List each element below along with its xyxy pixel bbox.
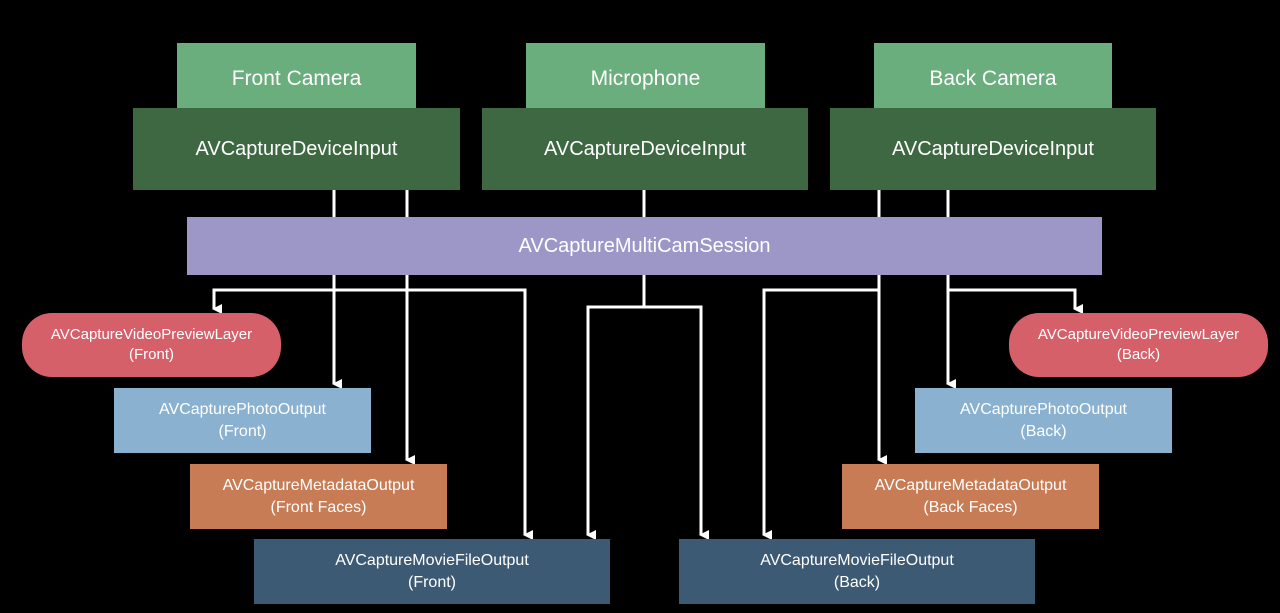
device-back-camera-label: Back Camera <box>929 67 1057 90</box>
connector-session-to-movie-front-mic <box>586 305 644 540</box>
photo-output-back: AVCapturePhotoOutput (Back) <box>915 388 1172 453</box>
device-microphone: Microphone <box>526 43 765 115</box>
movie-output-back-qualifier: (Back) <box>833 573 881 591</box>
metadata-output-back: AVCaptureMetadataOutput (Back Faces) <box>842 464 1099 529</box>
preview-layer-front-qualifier: (Front) <box>129 346 174 363</box>
multicam-session: AVCaptureMultiCamSession <box>187 217 1102 275</box>
preview-layer-back-name: AVCaptureVideoPreviewLayer <box>1037 325 1240 343</box>
input-mic: AVCaptureDeviceInput <box>482 108 808 190</box>
photo-output-back-name: AVCapturePhotoOutput <box>960 400 1127 418</box>
input-mic-label: AVCaptureDeviceInput <box>544 137 746 160</box>
input-back: AVCaptureDeviceInput <box>830 108 1156 190</box>
connector-session-to-movie-front <box>334 288 533 540</box>
device-front-camera-label: Front Camera <box>231 67 362 90</box>
device-front-camera: Front Camera <box>177 43 416 115</box>
input-front: AVCaptureDeviceInput <box>133 108 460 190</box>
preview-layer-back-qualifier: (Back) <box>1116 346 1161 363</box>
photo-output-front-qualifier: (Front) <box>218 422 267 440</box>
connector-session-to-movie-back <box>762 288 879 540</box>
preview-layer-front-name: AVCaptureVideoPreviewLayer <box>50 325 253 343</box>
input-back-label: AVCaptureDeviceInput <box>892 137 1094 160</box>
connector-session-to-preview-front <box>212 288 334 314</box>
photo-output-front-name: AVCapturePhotoOutput <box>159 400 326 418</box>
preview-layer-back: AVCaptureVideoPreviewLayer (Back) <box>1009 313 1268 377</box>
movie-output-front-name: AVCaptureMovieFileOutput <box>335 551 529 569</box>
metadata-output-back-name: AVCaptureMetadataOutput <box>874 476 1067 494</box>
metadata-output-front: AVCaptureMetadataOutput (Front Faces) <box>190 464 447 529</box>
input-front-label: AVCaptureDeviceInput <box>195 137 398 160</box>
metadata-output-front-name: AVCaptureMetadataOutput <box>222 476 415 494</box>
movie-output-front: AVCaptureMovieFileOutput (Front) <box>254 539 610 604</box>
connector-session-to-preview-back <box>948 288 1083 314</box>
multicam-session-label: AVCaptureMultiCamSession <box>518 234 771 257</box>
movie-output-front-qualifier: (Front) <box>408 573 456 591</box>
preview-layer-front: AVCaptureVideoPreviewLayer (Front) <box>22 313 281 377</box>
device-microphone-label: Microphone <box>590 67 701 90</box>
photo-output-back-qualifier: (Back) <box>1020 422 1067 440</box>
photo-output-front: AVCapturePhotoOutput (Front) <box>114 388 371 453</box>
movie-output-back: AVCaptureMovieFileOutput (Back) <box>679 539 1035 604</box>
device-back-camera: Back Camera <box>874 43 1112 115</box>
metadata-output-front-qualifier: (Front Faces) <box>270 498 367 516</box>
metadata-output-back-qualifier: (Back Faces) <box>923 498 1018 516</box>
movie-output-back-name: AVCaptureMovieFileOutput <box>760 551 954 569</box>
connector-session-to-movie-back-mic <box>644 305 709 540</box>
